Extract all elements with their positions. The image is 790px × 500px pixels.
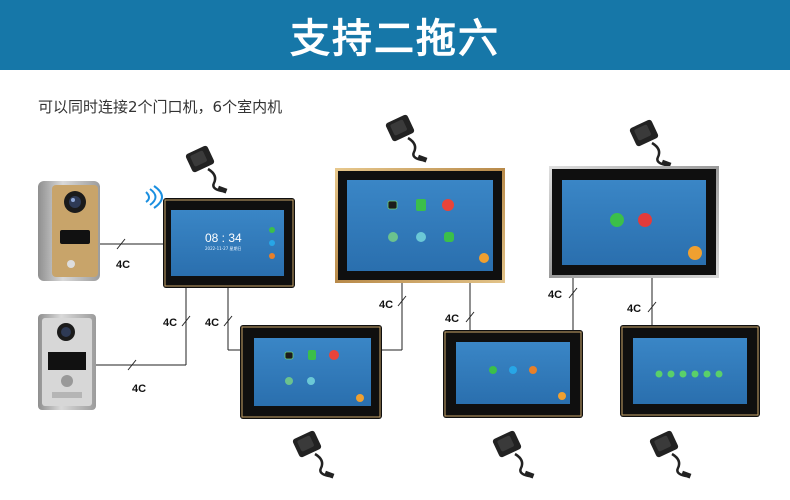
status-dot <box>667 370 675 378</box>
menu-app-icon <box>387 200 398 210</box>
power-adapter-icon <box>647 428 693 480</box>
wire-label: 4C <box>205 317 219 329</box>
wire-label: 4C <box>379 299 393 311</box>
menu-app-icon <box>388 232 398 242</box>
door-station-1 <box>38 181 100 281</box>
wire-label: 4C <box>627 303 641 315</box>
power-adapter-icon <box>383 112 429 164</box>
status-dot <box>655 370 663 378</box>
indoor-monitor-6 <box>620 325 760 417</box>
page-title: 支持二拖六 <box>290 16 500 62</box>
indoor-monitor-2 <box>335 168 505 283</box>
menu-app-icon <box>416 232 426 242</box>
monitor-icon <box>529 366 537 374</box>
back-icon <box>688 246 702 260</box>
wiring <box>95 238 657 371</box>
wire-label: 4C <box>132 383 146 395</box>
status-dot <box>691 370 699 378</box>
wire-label: 4C <box>163 317 177 329</box>
door-station-2 <box>38 314 96 410</box>
power-adapter-icon <box>183 143 229 195</box>
menu-app-icon <box>444 232 454 242</box>
subtitle: 可以同时连接2个门口机，6个室内机 <box>38 98 283 116</box>
indoor-monitor-5 <box>443 330 583 418</box>
status-dot <box>715 370 723 378</box>
back-icon <box>356 394 364 402</box>
clock-time: 08 : 34 <box>205 231 242 245</box>
indoor-monitor-main: 08 : 34 2022-11-27 星期日 <box>163 198 295 288</box>
wifi-icon <box>145 185 163 209</box>
call-icon <box>489 366 497 374</box>
menu-app-icon <box>308 350 316 360</box>
power-adapter-icon <box>490 428 536 480</box>
back-icon <box>558 392 566 400</box>
answer-call-icon <box>610 213 624 227</box>
title-banner: 支持二拖六 <box>0 0 790 70</box>
status-dot <box>679 370 687 378</box>
power-adapter-icon <box>627 117 673 169</box>
message-icon <box>509 366 517 374</box>
wire-label: 4C <box>445 313 459 325</box>
monitor-icon <box>269 253 275 259</box>
status-dot <box>703 370 711 378</box>
menu-app-icon <box>442 199 454 211</box>
menu-app-icon <box>416 199 426 211</box>
clock-date: 2022-11-27 星期日 <box>205 245 242 251</box>
menu-app-icon <box>284 351 294 360</box>
wire-label: 4C <box>116 259 130 271</box>
call-icon <box>269 227 275 233</box>
indoor-monitor-4 <box>240 325 382 419</box>
menu-app-icon <box>285 377 293 385</box>
indoor-monitor-3 <box>549 166 719 278</box>
wire-label: 4C <box>548 289 562 301</box>
menu-app-icon <box>329 350 339 360</box>
back-icon <box>479 253 489 263</box>
menu-app-icon <box>307 377 315 385</box>
power-adapter-icon <box>290 428 336 480</box>
message-icon <box>269 240 275 246</box>
hang-up-icon <box>638 213 652 227</box>
